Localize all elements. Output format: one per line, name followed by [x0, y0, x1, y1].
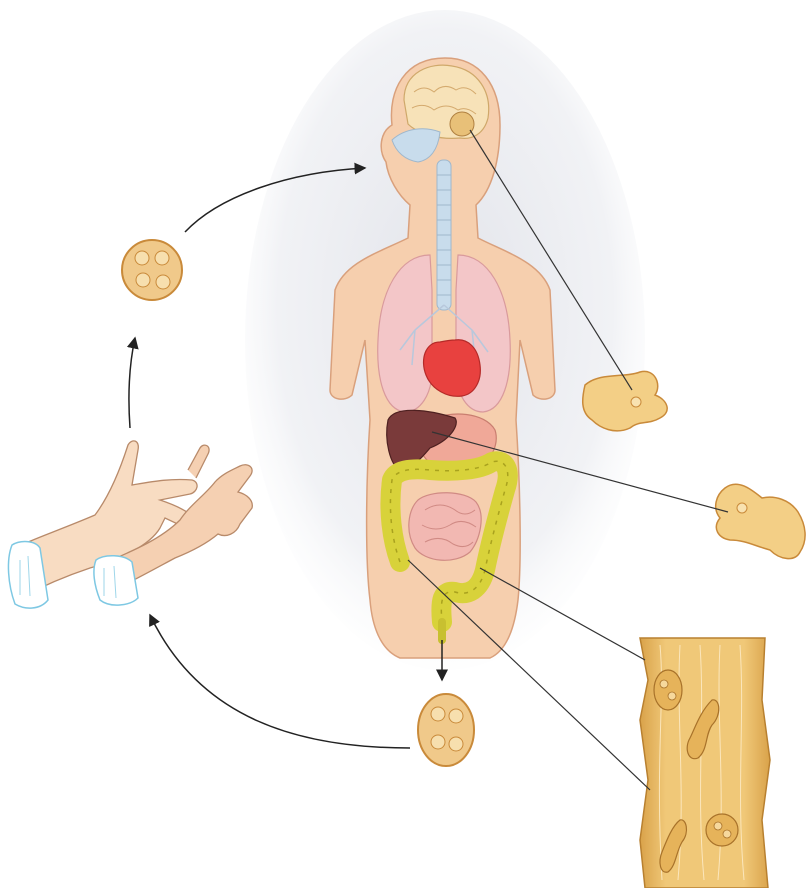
tissue-nucleus	[714, 822, 722, 830]
cyst-nucleus	[449, 709, 463, 723]
trophozoite-brain	[583, 371, 667, 430]
tissue-nucleus	[668, 692, 676, 700]
cyst-icon	[418, 694, 474, 766]
small-intestine	[409, 493, 481, 561]
cyst-nucleus	[156, 275, 170, 289]
tissue-cyst	[654, 670, 682, 710]
cyst-nucleus	[431, 707, 445, 721]
trophozoite-nucleus	[631, 397, 641, 407]
cyst-nucleus	[431, 735, 445, 749]
trophozoite-icon	[583, 371, 667, 430]
cyst-nucleus	[136, 273, 150, 287]
tissue-cyst	[706, 814, 738, 846]
right-thumb	[188, 445, 209, 478]
cyst-top	[122, 240, 182, 300]
cyst-bottom	[418, 694, 474, 766]
tissue-nucleus	[660, 680, 668, 688]
cyst-nucleus	[135, 251, 149, 265]
cerebellum	[450, 112, 474, 136]
cyst-nucleus	[155, 251, 169, 265]
arrow-hands-to-cyst	[129, 338, 135, 428]
tissue-nucleus	[723, 830, 731, 838]
trophozoite-icon	[716, 484, 805, 558]
intestinal-tissue-icon	[640, 638, 770, 888]
trophozoite-liver	[716, 484, 805, 558]
hands-icon	[8, 441, 252, 608]
cyst-nucleus	[449, 737, 463, 751]
trophozoite-nucleus	[737, 503, 747, 513]
cyst-icon	[122, 240, 182, 300]
